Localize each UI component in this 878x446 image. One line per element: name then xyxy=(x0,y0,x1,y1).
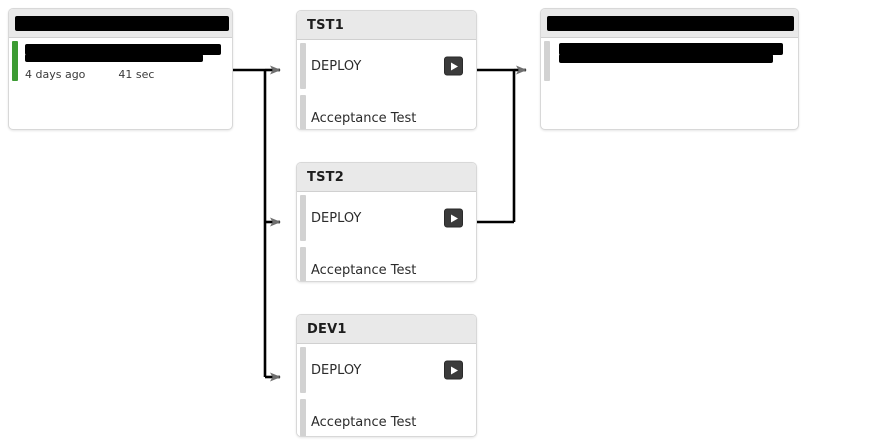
tst2-card-header: TST2 xyxy=(297,163,476,192)
redacted-build-name-line-2 xyxy=(559,54,773,63)
tst2-card-body: DEPLOY Acceptance Test xyxy=(297,192,476,281)
redacted-title xyxy=(15,16,229,31)
status-bar-success xyxy=(12,41,18,81)
dev1-acceptance-test-label: Acceptance Test xyxy=(311,414,417,430)
tst2-card[interactable]: TST2 DEPLOY Acceptance Test xyxy=(296,162,477,282)
tst1-deploy-stage[interactable]: DEPLOY xyxy=(297,40,476,92)
status-bar-idle xyxy=(544,41,550,81)
dev1-acceptance-test-stage[interactable]: Acceptance Test xyxy=(297,396,476,436)
status-bar-idle xyxy=(300,247,306,281)
tst2-title: TST2 xyxy=(307,169,344,185)
target-card-header xyxy=(541,9,798,38)
dev1-card[interactable]: DEV1 DEPLOY Acceptance Test xyxy=(296,314,477,437)
build-meta: 4 days ago 41 sec xyxy=(25,68,154,81)
tst2-deploy-label: DEPLOY xyxy=(311,210,362,226)
target-build-row[interactable] xyxy=(541,38,798,84)
status-bar-idle xyxy=(300,95,306,129)
build-duration: 41 sec xyxy=(118,68,155,81)
play-triangle xyxy=(451,366,458,374)
tst2-deploy-stage[interactable]: DEPLOY xyxy=(297,192,476,244)
play-triangle xyxy=(451,62,458,70)
status-bar-idle xyxy=(300,347,306,393)
source-build-row[interactable]: 4 days ago 41 sec xyxy=(9,38,232,84)
tst1-card-body: DEPLOY Acceptance Test xyxy=(297,40,476,129)
source-card-body: 4 days ago 41 sec xyxy=(9,38,232,84)
dev1-card-body: DEPLOY Acceptance Test xyxy=(297,344,476,436)
source-build-card[interactable]: 4 days ago 41 sec xyxy=(8,8,233,130)
play-icon[interactable] xyxy=(444,360,463,380)
status-bar-idle xyxy=(300,43,306,89)
play-icon[interactable] xyxy=(444,56,463,76)
connector-merge-to-target xyxy=(477,65,527,224)
redacted-title xyxy=(547,16,794,31)
dev1-title: DEV1 xyxy=(307,321,347,337)
connector-source-branch xyxy=(233,65,281,382)
status-bar-idle xyxy=(300,399,306,436)
tst1-acceptance-test-label: Acceptance Test xyxy=(311,110,417,126)
dev1-card-header: DEV1 xyxy=(297,315,476,344)
dev1-deploy-stage[interactable]: DEPLOY xyxy=(297,344,476,396)
status-bar-idle xyxy=(300,195,306,241)
play-triangle xyxy=(451,214,458,222)
dev1-deploy-label: DEPLOY xyxy=(311,362,362,378)
redacted-build-name-line-1 xyxy=(25,44,221,55)
redacted-build-name-line-1 xyxy=(559,43,783,55)
tst1-deploy-label: DEPLOY xyxy=(311,58,362,74)
tst1-card-header: TST1 xyxy=(297,11,476,40)
redacted-build-name-line-2 xyxy=(25,54,203,62)
build-age: 4 days ago xyxy=(25,68,86,81)
tst1-acceptance-test-stage[interactable]: Acceptance Test xyxy=(297,92,476,129)
tst2-acceptance-test-stage[interactable]: Acceptance Test xyxy=(297,244,476,281)
tst1-card[interactable]: TST1 DEPLOY Acceptance Test xyxy=(296,10,477,130)
tst2-acceptance-test-label: Acceptance Test xyxy=(311,262,417,278)
source-card-header xyxy=(9,9,232,38)
target-card-body xyxy=(541,38,798,84)
target-card[interactable] xyxy=(540,8,799,130)
play-icon[interactable] xyxy=(444,208,463,228)
tst1-title: TST1 xyxy=(307,17,344,33)
